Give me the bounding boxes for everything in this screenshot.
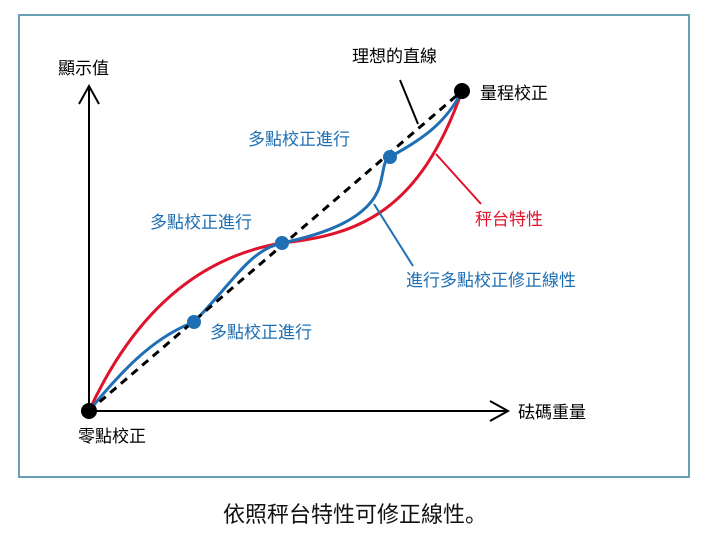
multipoint-label-middle: 多點校正進行	[150, 213, 252, 233]
corrected-linearity-curve	[87, 90, 464, 412]
multipoint-calibration-dot-middle	[275, 236, 289, 250]
multipoint-calibration-dot-lower	[187, 315, 201, 329]
span-calibration-dot	[454, 83, 470, 99]
zero-calibration-label: 零點校正	[78, 427, 146, 447]
span-calibration-label: 量程校正	[480, 84, 548, 104]
x-axis-arrowhead	[489, 400, 511, 422]
zero-calibration-dot	[81, 403, 97, 419]
ideal-line-label: 理想的直線	[352, 47, 437, 67]
corrected-curve-pointer	[373, 203, 414, 267]
y-axis-arrowhead	[78, 83, 100, 105]
y-axis-label: 顯示值	[58, 59, 109, 79]
scale-characteristic-pointer	[435, 153, 482, 205]
ideal-line-pointer	[399, 79, 419, 125]
corrected-curve-label: 進行多點校正修正線性	[406, 271, 576, 291]
x-axis-label: 砝碼重量	[518, 403, 586, 423]
scale-characteristic-label: 秤台特性	[475, 210, 543, 230]
caption: 依照秤台特性可修正線性。	[222, 503, 487, 528]
ideal-straight-line	[88, 89, 463, 413]
multipoint-label-lower: 多點校正進行	[210, 323, 312, 343]
multipoint-label-upper: 多點校正進行	[248, 130, 350, 150]
multipoint-calibration-dot-upper	[383, 150, 397, 164]
diagram-frame	[18, 14, 690, 478]
